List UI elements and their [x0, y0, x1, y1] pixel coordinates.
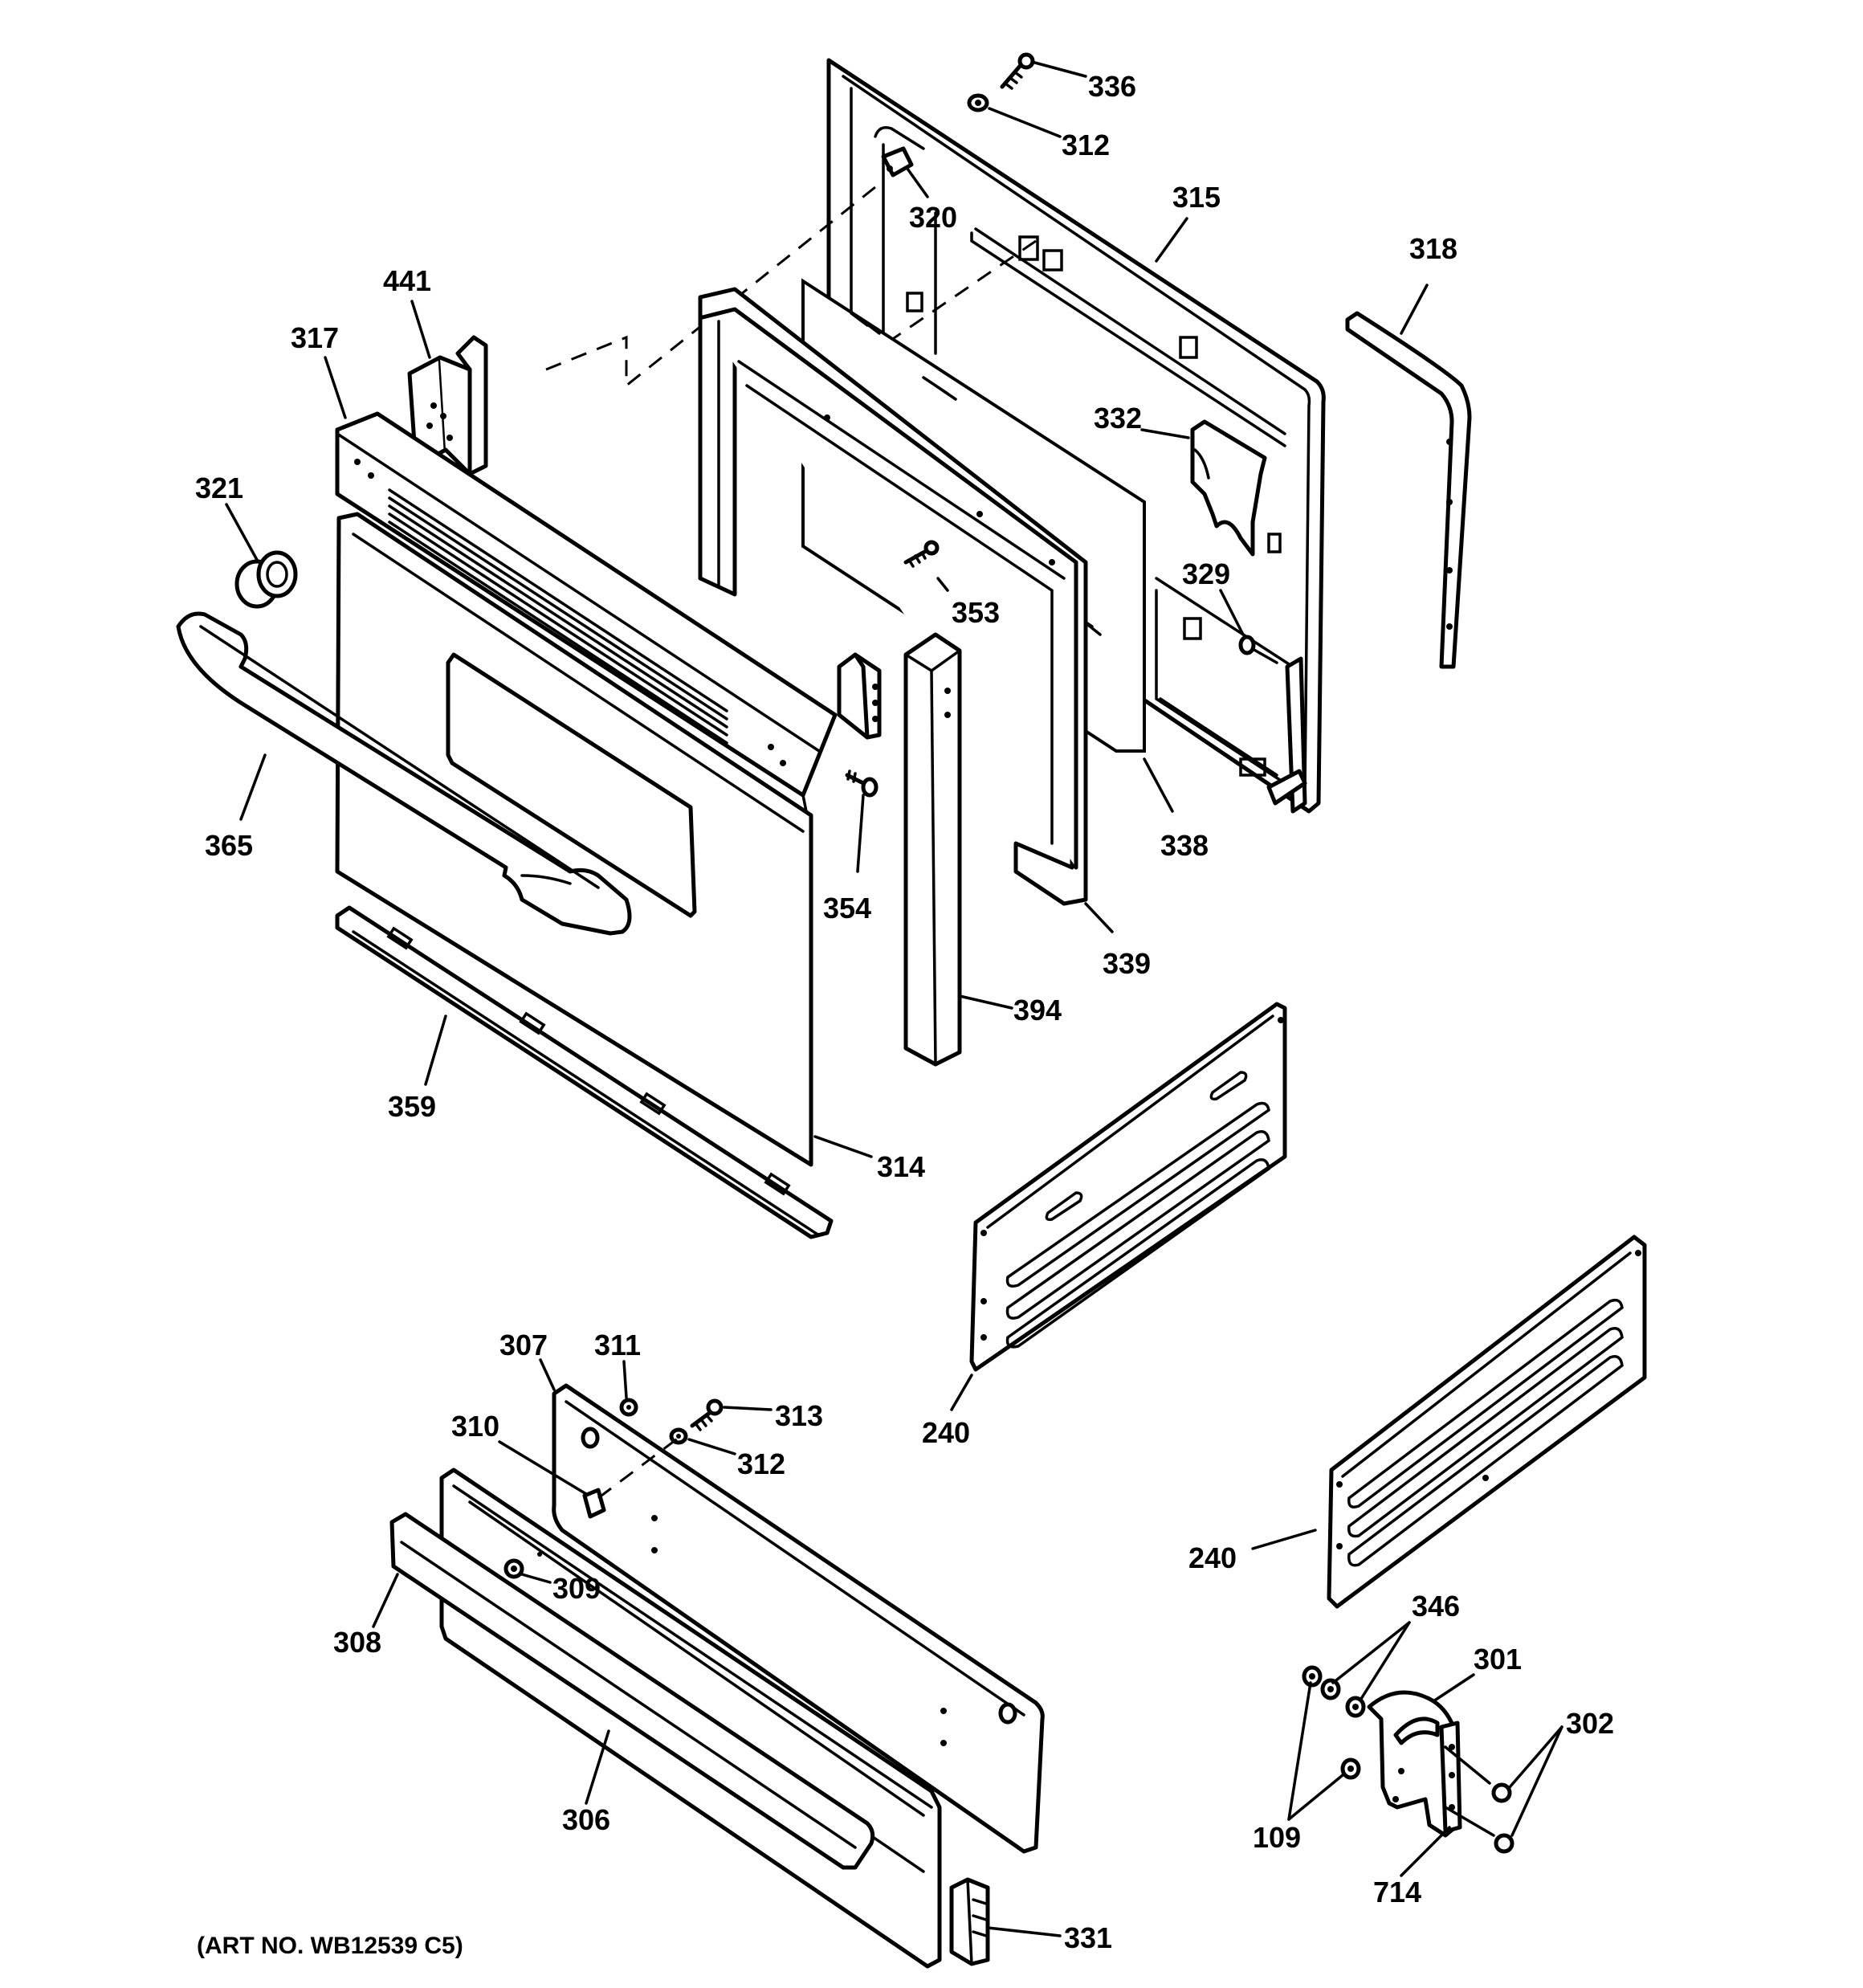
- callout-359: 359: [388, 1090, 436, 1123]
- callout-309: 309: [552, 1572, 601, 1605]
- callout-332: 332: [1094, 402, 1142, 435]
- screw-302-upper: [1491, 1782, 1512, 1803]
- callout-315: 315: [1172, 181, 1221, 214]
- side-bracket: [837, 652, 882, 740]
- callout-353: 353: [952, 596, 1000, 629]
- hinge-bracket-441: [407, 335, 488, 476]
- drawer-panel-240-middle: [969, 1002, 1287, 1372]
- side-channel-394: [903, 632, 962, 1067]
- washer-312-top: [967, 93, 989, 112]
- callout-310: 310: [451, 1410, 499, 1443]
- washer-346-2: [1345, 1696, 1366, 1718]
- callout-312-drawer: 312: [737, 1447, 785, 1480]
- drawer-panel-240-right: [1327, 1235, 1647, 1609]
- callout-365: 365: [205, 829, 253, 862]
- callout-240-middle: 240: [922, 1416, 970, 1449]
- art-number: (ART NO. WB12539 C5): [197, 1933, 463, 1959]
- callout-labels: 336 312 315 320 318 441 317 332 321 329 …: [195, 70, 1614, 1954]
- nut-311: [619, 1398, 638, 1417]
- door-handle-365: [176, 611, 632, 936]
- alignment-line-top-right: [883, 239, 1037, 347]
- drawer-inner-panel-307: [552, 1383, 1045, 1854]
- door-frame-339: [698, 287, 1088, 906]
- callout-306: 306: [562, 1803, 610, 1836]
- callout-302: 302: [1566, 1707, 1614, 1740]
- callout-441: 441: [383, 264, 431, 297]
- callout-346: 346: [1412, 1590, 1460, 1623]
- callout-329: 329: [1182, 557, 1230, 590]
- callout-394: 394: [1013, 994, 1062, 1027]
- bottom-trim-359: [335, 905, 834, 1239]
- callout-321: 321: [195, 471, 243, 504]
- washer-346-1: [1320, 1678, 1341, 1700]
- callout-336: 336: [1088, 70, 1136, 103]
- screw-313: [690, 1398, 724, 1431]
- louver-slots-240-middle: [1005, 1071, 1270, 1349]
- screw-353: [903, 540, 940, 568]
- louver-slots-240-right: [1347, 1298, 1624, 1567]
- callout-314: 314: [877, 1150, 925, 1183]
- slide-bracket-301: [1367, 1690, 1462, 1838]
- callout-109: 109: [1253, 1821, 1301, 1854]
- spacer-329: [1238, 635, 1278, 664]
- insulation-332: [1190, 419, 1267, 557]
- outer-door-panel-314: [335, 512, 813, 1167]
- callout-307: 307: [499, 1329, 548, 1361]
- screw-336: [1000, 52, 1035, 90]
- oven-window-outline: [446, 652, 697, 918]
- hinge-clip-320: [881, 146, 914, 178]
- callout-311: 311: [594, 1329, 641, 1361]
- callout-312-top: 312: [1062, 129, 1110, 161]
- callout-313: 313: [775, 1399, 823, 1432]
- callout-320: 320: [909, 201, 957, 234]
- alignment-line-top-left: [545, 179, 884, 389]
- grommet-309: [503, 1552, 542, 1579]
- vent-slots-317: [388, 488, 728, 745]
- screw-302-lower: [1494, 1833, 1514, 1854]
- vent-trim-317: [335, 411, 838, 821]
- callout-331: 331: [1064, 1921, 1112, 1954]
- nut-109-lower: [1340, 1757, 1361, 1780]
- alignment-line-drawer: [597, 1436, 679, 1500]
- inner-door-panel-315: [826, 58, 1326, 814]
- callout-317: 317: [291, 321, 339, 354]
- callout-354: 354: [823, 892, 871, 925]
- screw-354: [845, 769, 879, 798]
- door-gasket-318: [1345, 311, 1472, 669]
- callout-240-right: 240: [1188, 1541, 1237, 1574]
- callout-308: 308: [333, 1626, 381, 1659]
- callout-318: 318: [1409, 232, 1457, 265]
- callout-714: 714: [1373, 1876, 1421, 1908]
- callout-338: 338: [1160, 829, 1209, 862]
- nut-109-upper: [1302, 1665, 1323, 1688]
- drawer-handle-trim-308: [389, 1512, 875, 1870]
- leader-lines: [225, 60, 1563, 1937]
- callout-301: 301: [1474, 1643, 1522, 1676]
- screw-714: [1444, 1745, 1495, 1837]
- drawer-bracket-331: [949, 1877, 990, 1966]
- door-knob-321: [234, 550, 298, 609]
- callout-339: 339: [1103, 947, 1151, 980]
